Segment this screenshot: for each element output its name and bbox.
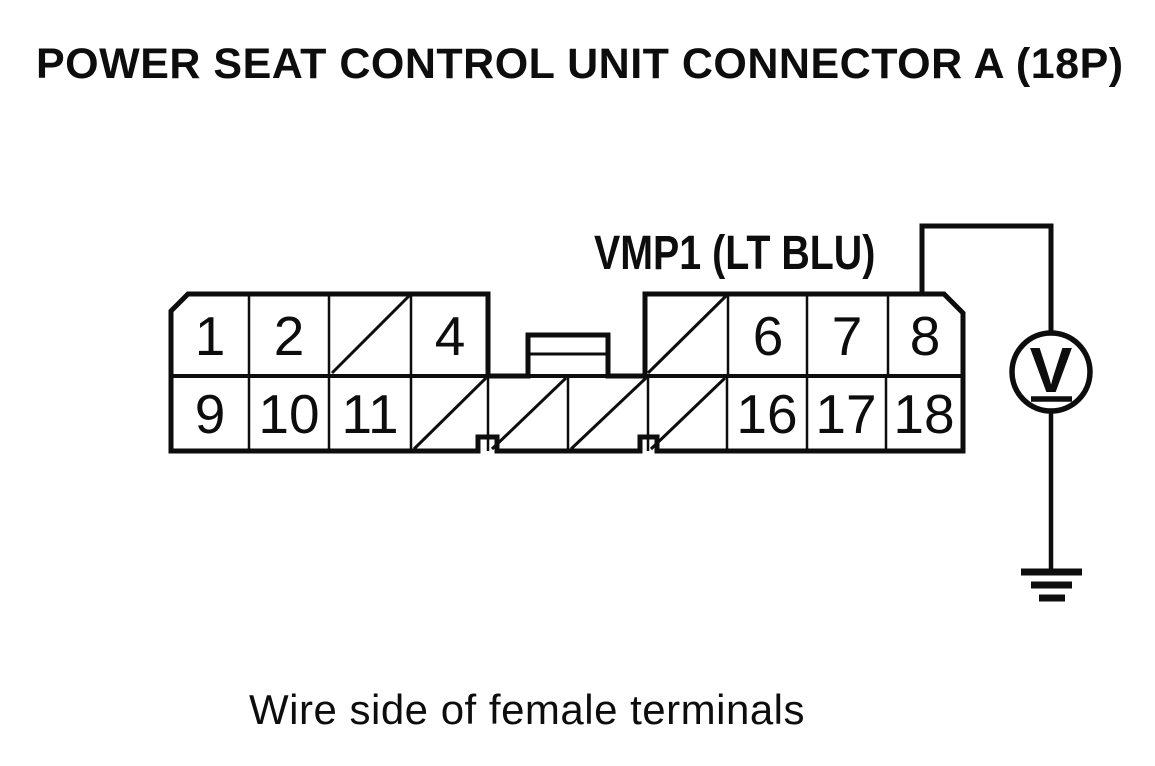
- empty-pin15-slash: [649, 376, 727, 451]
- bottom-row-grid: [247, 376, 888, 451]
- pin-9-number: 9: [195, 383, 226, 445]
- page-title: POWER SEAT CONTROL UNIT CONNECTOR A (18P…: [36, 40, 1124, 88]
- wire-vmp1-line: [919, 223, 1054, 334]
- empty-pin12-slash: [412, 376, 488, 451]
- pin-1-number: 1: [195, 305, 226, 367]
- pin-2-number: 2: [274, 305, 305, 367]
- pin-11-number: 11: [341, 383, 398, 445]
- wire-name-label: VMP1 (LT BLU): [594, 227, 876, 280]
- pin-18-number: 18: [893, 383, 954, 445]
- empty-pin13-slash: [490, 376, 568, 451]
- wire-side-caption: Wire side of female terminals: [249, 686, 806, 733]
- pin-7-number: 7: [832, 305, 863, 367]
- empty-pin14-slash: [569, 376, 648, 451]
- ground-icon: [1021, 568, 1082, 602]
- empty-cavity-slashes: [330, 294, 728, 451]
- pin-10-number: 10: [258, 383, 319, 445]
- voltmeter-letter: V: [1030, 334, 1073, 406]
- pin-17-number: 17: [815, 383, 876, 445]
- pin-16-number: 16: [736, 383, 797, 445]
- empty-pin3-slash: [330, 294, 411, 375]
- pin-4-number: 4: [435, 305, 466, 367]
- top-row-grid: [247, 294, 890, 376]
- pin-6-number: 6: [753, 305, 784, 367]
- pin-8-number: 8: [910, 305, 941, 367]
- empty-pin5-slash: [646, 294, 728, 375]
